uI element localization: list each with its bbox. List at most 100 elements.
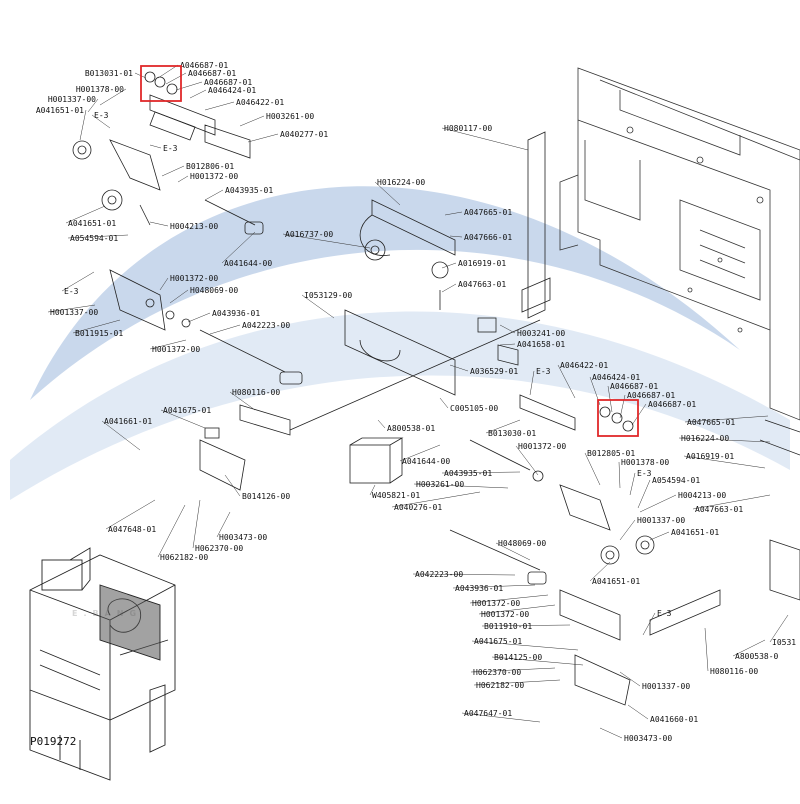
leader-line [642,612,656,636]
part-label: H080116-00 [232,388,280,397]
part-label: A046687-01 [204,78,252,87]
leader-line [618,461,621,489]
part-label: A046687-01 [180,61,228,70]
part-label: H001372-00 [170,274,218,283]
leader-line [444,211,463,216]
part-label: H001378-00 [76,85,124,94]
leader-line [159,277,169,291]
highlight-box [597,399,639,437]
leader-line [470,667,556,673]
leader-line [449,364,469,372]
leader-line [649,531,670,541]
leader-line [469,594,549,604]
part-label: B014125-00 [494,653,542,662]
part-label: I053129-00 [304,291,352,300]
leader-line [399,444,441,462]
part-label: B013031-01 [85,69,133,78]
leader-line [491,656,584,666]
part-label: H003241-00 [517,329,565,338]
leader-line [47,304,96,313]
part-label: H001337-00 [48,95,96,104]
part-label: E-3 [64,287,79,296]
part-label: E-3 [94,111,109,120]
part-label: A047665-01 [464,208,512,217]
center-assembly [199,131,551,491]
leader-line [449,235,463,238]
part-label: A043936-01 [212,309,260,318]
leader-line [473,679,561,686]
leader-line [441,471,521,474]
part-label: A054594-01 [652,476,700,485]
watermark-swoosh [30,186,740,400]
leader-line [65,205,106,224]
part-label: A016737-00 [285,230,333,239]
part-label: E-3 [163,144,178,153]
leader-line [441,127,529,151]
part-label: A054594-01 [70,234,118,243]
part-label: E-3 [657,609,672,618]
machine-frame [559,67,800,421]
part-label: A046687-01 [627,391,675,400]
leader-line [149,339,187,350]
part-label: A043936-01 [455,584,503,593]
leader-line [461,712,541,723]
part-label: H003261-00 [416,480,464,489]
part-label: A041660-01 [650,715,698,724]
leader-line [619,671,641,687]
part-label: B011915-01 [75,329,123,338]
part-label: H001372-00 [518,442,566,451]
part-label: H080117-00 [444,124,492,133]
part-label: A043935-01 [444,469,492,478]
leader-line [67,234,129,239]
part-label: H001337-00 [642,682,690,691]
part-label: H048069-00 [190,286,238,295]
leader-line [204,189,224,201]
part-label: E-3 [536,367,551,376]
leader-line [499,324,516,334]
watermark-swoosh-lower [10,311,790,500]
leader-line [599,727,623,739]
part-label: I0531 [772,638,796,647]
part-label: A036529-01 [470,367,518,376]
right-assembly [449,394,800,706]
leader-line [374,181,401,206]
part-label: H003473-00 [624,734,672,743]
part-label: E-3 [637,469,652,478]
leader-line [391,491,481,508]
leader-line [627,704,649,720]
leader-line [192,499,201,549]
leader-line [87,98,99,113]
part-label: H080116-00 [710,667,758,676]
leader-line [229,391,256,411]
part-label: H001372-00 [481,610,529,619]
drawing-code: P019272 [30,735,76,748]
upper-left-assembly [72,71,303,385]
part-label: H003473-00 [219,533,267,542]
leader-line [529,370,535,396]
leader-line [204,101,235,111]
part-label: H062370-00 [195,544,243,553]
leader-line [79,109,87,141]
part-label: H001337-00 [637,516,685,525]
leader-line [101,420,141,451]
leader-line [224,474,241,497]
leader-line [239,115,265,127]
leader-line [769,614,789,643]
leader-line [452,584,536,589]
part-label: A046687-01 [610,382,658,391]
part-label: H001337-00 [50,308,98,317]
leader-line [629,472,636,496]
part-label: A046422-01 [236,98,284,107]
leader-line [607,385,613,413]
part-label: H016224-00 [377,178,425,187]
part-label: A800538-0 [735,652,779,661]
part-label: C005105-00 [450,404,498,413]
part-labels: B013031-01A046687-01A046687-01A046687-01… [36,61,796,743]
part-label: H062182-00 [476,681,524,690]
leader-line [584,452,601,486]
part-label: A046422-01 [560,361,608,370]
part-label: A043935-01 [225,186,273,195]
leader-line [165,72,187,85]
leader-line [157,504,186,558]
leader-line [619,519,636,541]
